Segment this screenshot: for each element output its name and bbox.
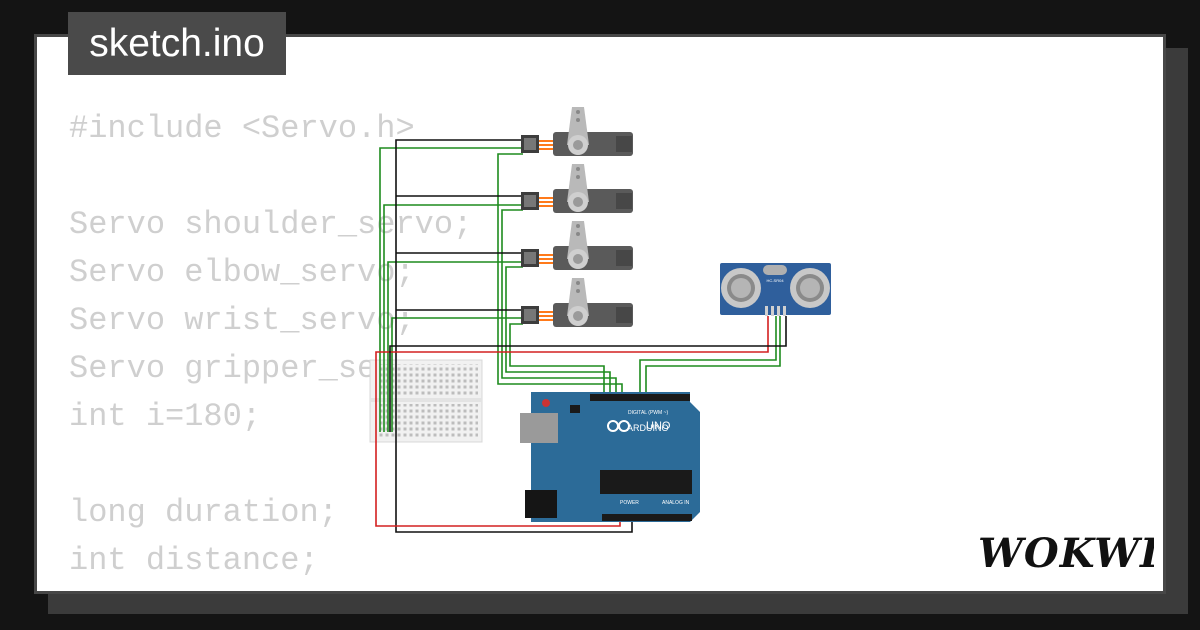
code-line: int distance; — [69, 542, 319, 579]
wire-servo3-signal — [387, 261, 523, 432]
wire-servo2-signal — [383, 204, 523, 432]
wire-servo1-pwm — [497, 153, 623, 398]
servo-motor[interactable] — [521, 164, 633, 213]
code-line: Servo elbow_servo; — [69, 254, 415, 291]
logo-text: WOKWI — [978, 530, 1154, 577]
wire-sensor-trig — [639, 316, 777, 398]
wokwi-logo: WOKWI — [976, 526, 1159, 583]
wires — [375, 139, 787, 533]
servo-motor[interactable] — [521, 107, 633, 156]
arduino-uno[interactable]: ARDUINO UNO DIGITAL (PWM ~) POWER ANALOG… — [520, 392, 700, 522]
arduino-infinity-icon — [607, 420, 630, 432]
servo-motor[interactable] — [521, 278, 633, 327]
servo-motor[interactable] — [521, 221, 633, 270]
digital-header-label: DIGITAL (PWM ~) — [628, 410, 668, 416]
wire-servo1-signal — [379, 147, 523, 432]
arduino-brand: ARDUINO — [627, 423, 669, 433]
ultrasonic-sensor[interactable]: HC-SR04 — [720, 263, 831, 316]
wire-servo4-signal — [391, 317, 523, 432]
analog-header-label: ANALOG IN — [662, 500, 690, 506]
wire-servo2-pwm — [501, 209, 617, 398]
power-header-label: POWER — [620, 500, 639, 506]
code-preview: #include <Servo.h> Servo shoulder_servo; S… — [69, 105, 491, 591]
wire-sensor-echo — [645, 316, 781, 398]
sensor-label: HC-SR04 — [766, 278, 784, 283]
file-name-tab: sketch.ino — [68, 12, 286, 75]
wire-servo4-pwm — [509, 323, 605, 398]
wire-servo3-pwm — [505, 266, 611, 398]
arduino-model: UNO — [646, 420, 671, 432]
code-line: Servo wrist_servo; — [69, 302, 415, 339]
file-name-label: sketch.ino — [89, 21, 265, 65]
code-line: long duration; — [69, 494, 338, 531]
code-line: Servo shoulder_servo; — [69, 206, 473, 243]
code-line: #include <Servo.h> — [69, 110, 415, 147]
wire-sensor-gnd — [389, 316, 787, 432]
code-line: const int trigPin = 8; — [69, 585, 491, 591]
code-line: int i=180; — [69, 398, 262, 435]
mini-breadboard[interactable] — [369, 359, 483, 443]
wire-gnd-bus — [395, 139, 633, 533]
